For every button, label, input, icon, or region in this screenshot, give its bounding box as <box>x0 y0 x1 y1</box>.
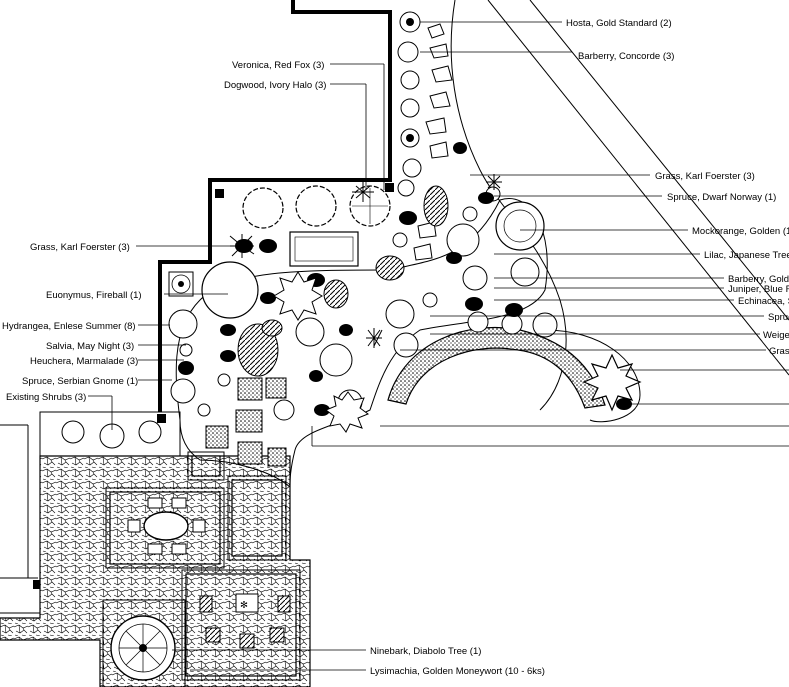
label-barberry-gold: Barberry, Gold <box>728 274 789 285</box>
ninebark-tree <box>110 615 176 681</box>
bench <box>289 231 359 267</box>
labels-left: Veronica, Red Fox (3) Dogwood, Ivory Hal… <box>2 60 326 403</box>
label-spruce-dwarf-norway: Spruce, Dwarf Norway (1) <box>667 192 776 203</box>
label-grass-right: Gras <box>769 346 789 357</box>
label-barberry-concorde: Barberry, Concorde (3) <box>578 51 674 62</box>
svg-text:✻: ✻ <box>240 600 248 611</box>
labels-right: Hosta, Gold Standard (2) Barberry, Conco… <box>566 18 789 357</box>
dining-table <box>127 497 206 555</box>
label-mockorange: Mockorange, Golden (1) <box>692 226 789 237</box>
arched-wall <box>387 326 606 409</box>
label-juniper: Juniper, Blue F <box>728 284 789 295</box>
label-weigela: Weigel <box>763 330 789 341</box>
plant-symbols <box>168 142 642 467</box>
label-salvia: Salvia, May Night (3) <box>46 341 134 352</box>
existing-area <box>0 411 181 614</box>
stepping-stones <box>413 23 453 261</box>
label-veronica: Veronica, Red Fox (3) <box>232 60 324 71</box>
lounge-chairs: ✻ <box>199 593 291 649</box>
house-walls <box>33 0 394 589</box>
label-ninebark: Ninebark, Diabolo Tree (1) <box>370 646 481 657</box>
label-grass-karl-foerster-left: Grass, Karl Foerster (3) <box>30 242 130 253</box>
dogwood-shrubs <box>242 185 391 229</box>
label-lysimachia: Lysimachia, Golden Moneywort (10 - 6ks) <box>370 666 545 677</box>
label-euonymus: Euonymus, Fireball (1) <box>46 290 142 301</box>
label-spruce-ser: Spruce, Ser <box>768 312 789 323</box>
label-spruce-serbian-gnome: Spruce, Serbian Gnome (1) <box>22 376 138 387</box>
labels-bottom: Ninebark, Diabolo Tree (1) Lysimachia, G… <box>370 646 545 677</box>
label-heuchera: Heuchera, Marmalade (3) <box>30 356 138 367</box>
label-hosta: Hosta, Gold Standard (2) <box>566 18 672 29</box>
label-echinacea: Echinacea, S <box>738 296 789 307</box>
label-dogwood: Dogwood, Ivory Halo (3) <box>224 80 326 91</box>
patio <box>0 451 311 687</box>
label-existing-shrubs: Existing Shrubs (3) <box>6 392 86 403</box>
label-hydrangea: Hydrangea, Enlese Summer (8) <box>2 321 136 332</box>
plant-column <box>397 11 422 178</box>
leader-lines <box>88 21 789 671</box>
label-lilac: Lilac, Japanese Tree <box>704 250 789 261</box>
label-grass-karl-foerster-right: Grass, Karl Foerster (3) <box>655 171 755 182</box>
